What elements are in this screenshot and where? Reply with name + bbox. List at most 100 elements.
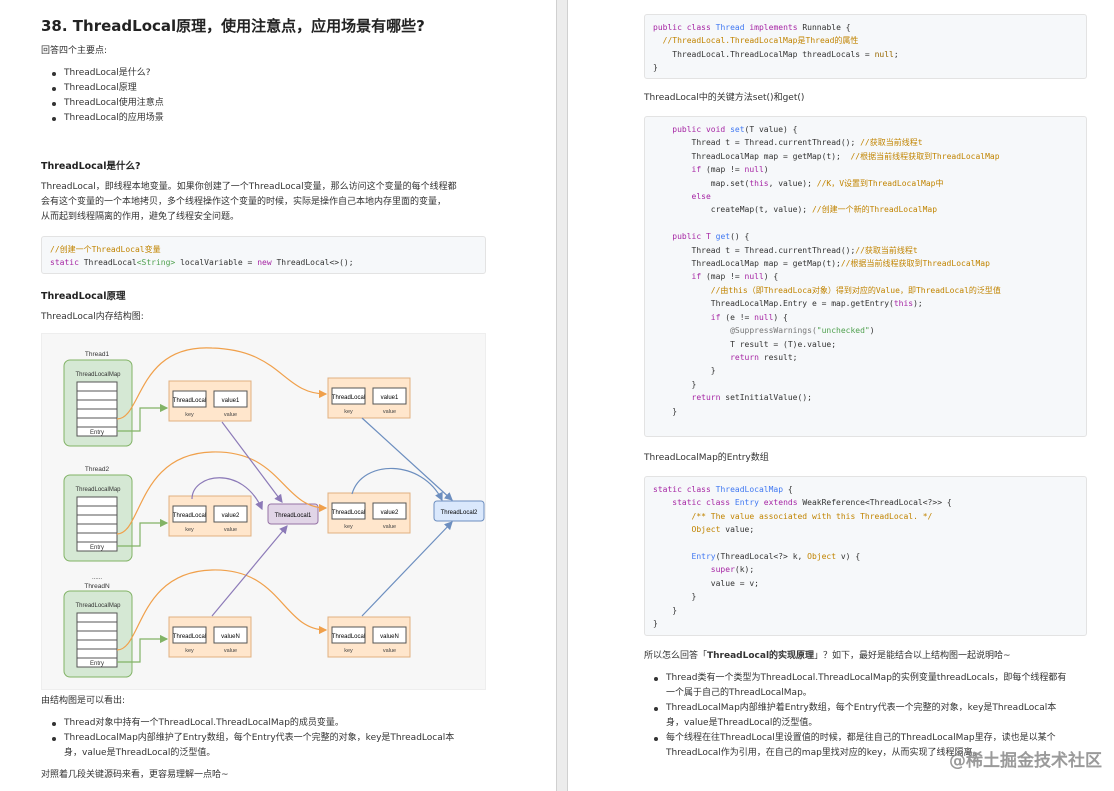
code-token: value = v;: [653, 578, 759, 588]
code-text: ;: [893, 49, 899, 59]
code-token: return: [730, 352, 759, 362]
code-token: (T value) {: [744, 125, 798, 134]
code-token: if: [710, 312, 721, 322]
value-text: value: [383, 648, 396, 654]
tl-label: ThreadLocal: [173, 513, 206, 519]
code-token: static class: [672, 498, 735, 508]
code-token: {: [783, 485, 793, 494]
code-set-get: public void set(T value) { Thread t = Th…: [645, 117, 1086, 424]
watermark: @稀土掘金技术社区: [949, 751, 1102, 771]
conclusion-list: Thread对象中持有一个ThreadLocal.ThreadLocalMap的…: [42, 716, 502, 761]
list-item-line: ThreadLocal作为引用，在自己的map里找对应的key，从而实现了线程隔…: [666, 748, 982, 758]
code-token: ): [869, 326, 875, 336]
threadlocal2-label: ThreadLocal2: [441, 510, 478, 516]
list-item-line: 身，value是ThreadLocal的泛型值。: [666, 718, 818, 728]
answer-prefix: 所以怎么回答「: [644, 651, 708, 661]
tl-label: ThreadLocal: [173, 398, 206, 404]
code-token: public: [672, 232, 706, 242]
tl-label: ThreadLocal: [332, 634, 365, 640]
threadlocal1-node: ThreadLocal1: [267, 503, 319, 525]
list-item-line: ThreadLocalMap内部维护着Entry数组，每个Entry代表一个完整…: [666, 703, 1057, 713]
list-item-line: 一个属于自己的ThreadLocalMap。: [666, 688, 812, 698]
code-token: [653, 393, 692, 402]
code-token: }: [653, 379, 697, 389]
code-token: [653, 313, 711, 322]
paragraph-line: 从而起到线程隔离的作用，避免了线程安全问题。: [41, 212, 240, 222]
code-token: Entry: [734, 498, 764, 508]
code-token: [653, 565, 711, 574]
code-keyword: public class: [653, 23, 711, 32]
code-keyword: null: [874, 49, 894, 59]
code-op: =: [247, 258, 253, 268]
main-points-list: ThreadLocal是什么? ThreadLocal原理 ThreadLoca…: [42, 66, 164, 126]
key-text: key: [185, 412, 194, 418]
code-keyword: implements: [749, 23, 798, 32]
value-label: value2: [381, 510, 399, 516]
list-item-line: 每个线程在往ThreadLocal里设置值的时候，都是往自己的ThreadLoc…: [666, 733, 1056, 743]
entry-array-label: ThreadLocalMap的Entry数组: [644, 453, 769, 463]
map-label: ThreadLocalMap: [75, 487, 121, 493]
diagram-svg: Thread1 ThreadLocalMap Entry Thread2 Thr…: [63, 347, 485, 678]
code-token: ThreadLocalMap map = getMap(t);: [653, 259, 841, 269]
code-token: null: [744, 165, 764, 175]
code-token: (map !=: [701, 272, 745, 282]
page-title: 38. ThreadLocal原理，使用注意点，应用场景有哪些?: [41, 17, 425, 35]
threadn-label: ThreadN: [84, 583, 110, 590]
list-item: ThreadLocal原理: [42, 81, 164, 96]
entry-box-na: ThreadLocal valueN key value: [168, 616, 252, 658]
tl-label: ThreadLocal: [332, 395, 365, 401]
ellipsis-label: ......: [92, 575, 102, 581]
value-label: value1: [381, 395, 399, 401]
code-token: public void: [672, 125, 731, 134]
code-text: }: [653, 63, 658, 73]
left-page: 38. ThreadLocal原理，使用注意点，应用场景有哪些? 回答四个主要点…: [0, 0, 556, 791]
list-item: ThreadLocal使用注意点: [42, 96, 164, 111]
code-token: (map !=: [701, 165, 745, 175]
tl-label: ThreadLocal: [332, 510, 365, 516]
paragraph-line: 会有这个变量的一个本地拷贝，多个线程操作这个变量的时候，实际是操作自己本地内存里…: [41, 197, 447, 207]
code-generic: <String>: [136, 258, 176, 268]
key-text: key: [185, 648, 194, 654]
code-token: v) {: [836, 552, 861, 562]
code-block-set-get: public void set(T value) { Thread t = Th…: [644, 116, 1087, 437]
code-token: [653, 125, 672, 134]
conclusion-label: 由结构图是可以看出:: [41, 696, 126, 706]
threadlocal1-label: ThreadLocal1: [275, 513, 312, 519]
code-block-thread: public class Thread implements Runnable …: [644, 14, 1087, 79]
methods-label: ThreadLocal中的关键方法set()和get(): [644, 93, 805, 103]
entry-box-1b: ThreadLocal value1 key value: [327, 377, 411, 419]
code-token: //根据当前线程获取到ThreadLocalMap: [840, 259, 990, 269]
threadn-block: ThreadN ThreadLocalMap Entry: [63, 583, 133, 678]
key-text: key: [344, 648, 353, 654]
key-text: key: [185, 527, 194, 533]
page-gutter: [556, 0, 568, 791]
code-token: if: [691, 272, 702, 282]
principle-heading: ThreadLocal原理: [41, 291, 126, 302]
memory-label: ThreadLocal内存结构图:: [41, 312, 144, 322]
code-token: Thread t = Thread.currentThread();: [653, 245, 856, 255]
entry-label: Entry: [90, 430, 104, 436]
code-keyword: static: [50, 258, 79, 268]
code-token: get: [715, 232, 731, 242]
what-heading: ThreadLocal是什么?: [41, 161, 141, 172]
code-token: @SuppressWarnings(: [730, 326, 817, 336]
code-token: //获取当前线程t: [860, 138, 923, 148]
code-token: Object: [807, 552, 837, 562]
code-token: value;: [720, 525, 755, 535]
intro-text: 回答四个主要点:: [41, 46, 108, 56]
code-token: extends: [763, 498, 803, 508]
value-label: value2: [222, 513, 240, 519]
footer-text: 对照着几段关键源码来看，更容易理解一点哈~: [41, 770, 229, 780]
right-page: public class Thread implements Runnable …: [568, 0, 1114, 791]
code-token: (k);: [734, 565, 755, 575]
code-token: [653, 353, 730, 362]
code-token: //创建一个新的ThreadLocalMap: [811, 205, 938, 215]
code-token: Thread t = Thread.currentThread();: [653, 138, 861, 148]
code-token: Entry: [691, 552, 716, 562]
value-text: value: [224, 527, 237, 533]
code-keyword: new: [257, 258, 272, 268]
list-item-line: ThreadLocalMap内部维护了Entry数组，每个Entry代表一个完整…: [64, 733, 455, 743]
list-item: Thread类有一个类型为ThreadLocal.ThreadLocalMap的…: [644, 671, 1089, 701]
code-type: ThreadLocal: [83, 258, 137, 268]
entry-box-2b: ThreadLocal value2 key value: [327, 492, 411, 534]
